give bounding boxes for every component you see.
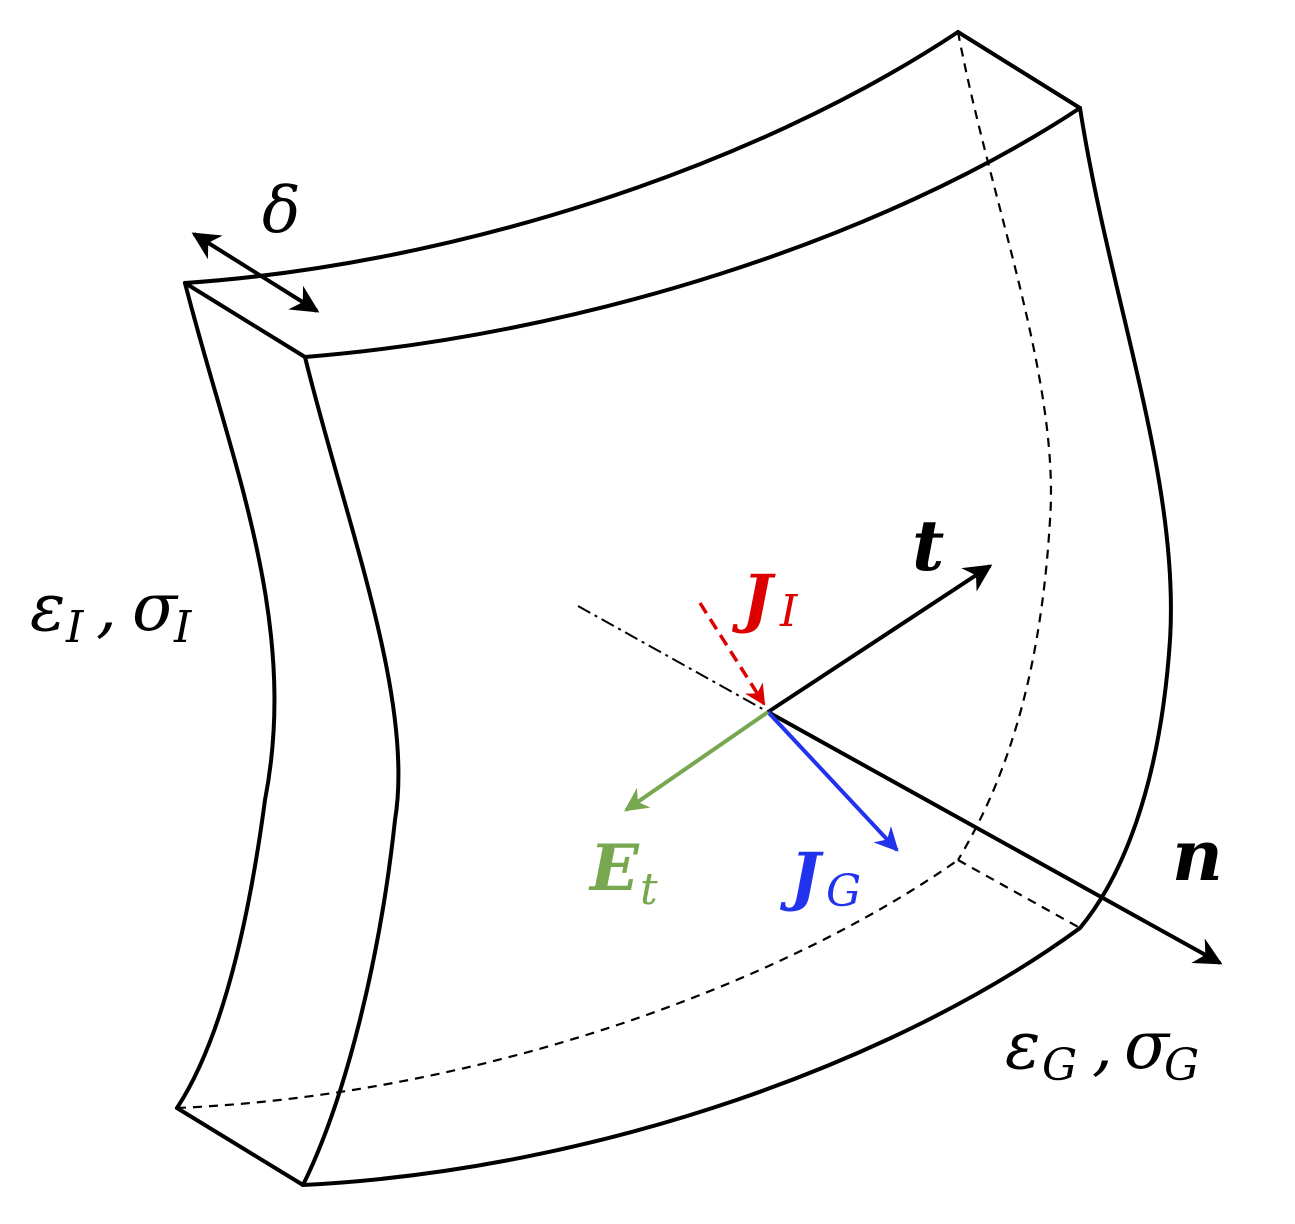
sigma-I-symbol: σ <box>132 569 179 646</box>
hidden-back-right-edge <box>956 31 1052 861</box>
J_G-subscript: G <box>826 866 861 917</box>
back-top-edge <box>183 30 960 285</box>
front-bottom-edge <box>301 926 1082 1187</box>
normal-axis-dashdot <box>577 605 769 713</box>
J_I-label: J I <box>731 561 799 637</box>
eps-G-separator: , <box>1092 1007 1113 1084</box>
hidden-back-bottom-edge <box>176 859 959 1110</box>
n-vector <box>767 710 1223 965</box>
J_I-subscript: I <box>779 586 799 637</box>
eps-sigma-I-label: ε I , σ I <box>30 569 193 653</box>
E_t-symbol: E <box>588 831 640 906</box>
t-label: t <box>912 504 944 587</box>
delta-arrow <box>191 232 320 313</box>
front-top-edge <box>303 106 1082 359</box>
eps-G-subscript: G <box>1042 1040 1077 1091</box>
eps-I-symbol: ε <box>30 569 65 646</box>
sigma-G-subscript: G <box>1164 1040 1199 1091</box>
eps-sigma-G-label: ε G , σ G <box>1005 1007 1199 1091</box>
hidden-edges <box>176 31 1081 1110</box>
J_I-symbol: J <box>731 561 776 636</box>
E_t-subscript: t <box>640 864 658 915</box>
eps-I-subscript: I <box>65 602 85 653</box>
back-left-edge <box>175 281 277 1110</box>
J_G-vector <box>766 710 899 852</box>
J_I-vector <box>698 602 766 706</box>
eps-G-symbol: ε <box>1005 1007 1040 1084</box>
bottom-left-edge <box>175 1106 305 1187</box>
right-top-edge <box>956 30 1082 110</box>
J_G-symbol: J <box>779 839 824 914</box>
E_t-label: E t <box>588 831 658 915</box>
sigma-G-symbol: σ <box>1124 1007 1171 1084</box>
n-label: n <box>1172 814 1223 897</box>
delta-label: δ <box>262 174 301 248</box>
J_G-label: J G <box>779 839 861 917</box>
eps-I-separator: , <box>96 569 117 646</box>
E_t-vector <box>624 710 770 812</box>
front-right-edge <box>1078 106 1173 930</box>
front-left-edge <box>301 355 401 1187</box>
t-vector <box>766 564 993 714</box>
sigma-I-subscript: I <box>173 602 193 653</box>
hidden-bottom-right-edge <box>957 859 1081 929</box>
